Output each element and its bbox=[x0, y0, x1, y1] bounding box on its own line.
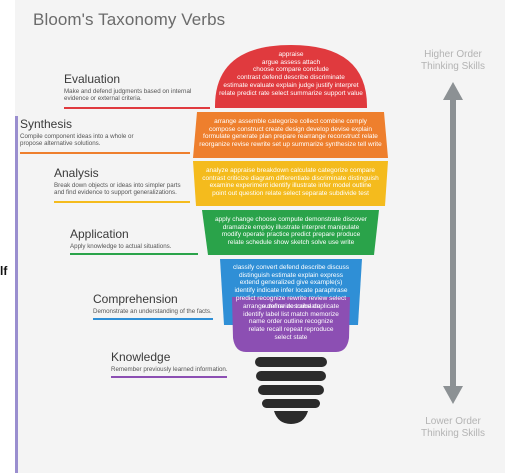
higher-order-label: Higher Order Thinking Skills bbox=[408, 49, 498, 73]
level-desc-comprehension: Demonstrate an understanding of the fact… bbox=[93, 308, 212, 315]
desc-line: and find evidence to support generalizat… bbox=[54, 189, 177, 197]
rule-application bbox=[70, 253, 198, 255]
band-application bbox=[202, 210, 379, 255]
verb-line: extend generalized give example(s) bbox=[239, 279, 343, 287]
rule-analysis bbox=[54, 201, 190, 203]
rule-comprehension bbox=[93, 318, 213, 320]
verb-line: arrange assemble categorize collect comb… bbox=[214, 118, 367, 125]
desc-line: Compile component ideas into a whole or bbox=[20, 133, 134, 140]
desc-line: evidence or external criteria. bbox=[64, 95, 142, 103]
verb-line: relate predict rate select summarize sup… bbox=[219, 89, 363, 97]
verb-line: identify indicate infer locate paraphras… bbox=[234, 287, 348, 295]
bulb-base-ring bbox=[262, 399, 320, 408]
desc-line: Apply knowledge to actual situations. bbox=[70, 243, 172, 250]
verbs-comprehension: classify convert defend describe discuss… bbox=[222, 264, 360, 310]
level-desc-evaluation: Make and defend judgments based on inter… bbox=[64, 88, 191, 103]
verb-line: modify operate practice predict prepare … bbox=[221, 231, 361, 239]
lower-order-line2: Thinking Skills bbox=[421, 428, 485, 439]
lower-order-line1: Lower Order bbox=[425, 416, 481, 427]
page-title: Bloom's Taxonomy Verbs bbox=[33, 10, 226, 29]
arrow-up-icon bbox=[443, 82, 463, 100]
verb-line: analyze appraise breakdown calculate cat… bbox=[205, 167, 376, 174]
bulb-tip bbox=[274, 411, 308, 424]
band-analysis bbox=[193, 161, 388, 206]
verb-line: relate recall repeat reproduce bbox=[248, 326, 334, 334]
verb-line: reorganize revise rewrite set up summari… bbox=[199, 141, 382, 149]
verbs-synthesis: arrange assemble categorize collect comb… bbox=[195, 118, 386, 149]
verb-line: identify label list match memorize bbox=[243, 310, 339, 318]
bulb-base-ring bbox=[255, 357, 327, 367]
arrow-down-icon bbox=[443, 386, 463, 404]
level-name-synthesis: Synthesis bbox=[20, 117, 73, 131]
verb-line: classify convert defend describe discuss bbox=[233, 264, 349, 271]
verb-line: examine experiment identify illustrate i… bbox=[209, 182, 372, 190]
rule-evaluation bbox=[64, 107, 210, 109]
lower-order-label: Lower Order Thinking Skills bbox=[408, 416, 498, 440]
verb-line: formulate generate plan prepare rearrang… bbox=[203, 133, 378, 141]
verb-line: contrast criticize diagram differentiate… bbox=[202, 174, 379, 182]
band-evaluation bbox=[214, 45, 368, 108]
verbs-analysis: analyze appraise breakdown calculate cat… bbox=[195, 167, 386, 198]
band-knowledge bbox=[232, 297, 350, 352]
verb-line: name order outline recognize bbox=[248, 318, 334, 326]
verb-line: contrast defend describe discriminate bbox=[237, 74, 345, 82]
bulb-base-ring bbox=[258, 385, 324, 395]
level-name-evaluation: Evaluation bbox=[64, 72, 121, 86]
verb-line: argue assess attach bbox=[261, 58, 321, 66]
level-desc-analysis: Break down objects or ideas into simpler… bbox=[54, 182, 181, 197]
verb-line: appraise bbox=[278, 51, 304, 58]
desc-line: Make and defend judgments based on inter… bbox=[64, 88, 192, 95]
level-name-analysis: Analysis bbox=[54, 166, 99, 180]
verbs-application: apply change choose compute demonstrate … bbox=[205, 216, 377, 247]
left-accent-rule bbox=[15, 116, 18, 473]
cropped-edge-text: lf bbox=[0, 264, 8, 278]
desc-line: propose alternative solutions. bbox=[20, 140, 101, 148]
verb-line: relate schedule show sketch solve use wr… bbox=[227, 239, 355, 247]
verb-line: dramatize employ illustrate interpret ma… bbox=[222, 223, 360, 231]
verb-line: compose construct create design develop … bbox=[209, 125, 372, 133]
bulb-base-ring bbox=[256, 371, 326, 381]
rule-synthesis bbox=[20, 152, 190, 154]
verb-line: arrange define describe duplicate bbox=[242, 303, 340, 310]
verb-line: estimate evaluate explain judge justify … bbox=[223, 81, 359, 89]
level-desc-knowledge: Remember previously learned information. bbox=[111, 366, 228, 373]
level-desc-application: Apply knowledge to actual situations. bbox=[70, 243, 171, 250]
band-synthesis bbox=[193, 112, 388, 158]
desc-line: Remember previously learned information. bbox=[111, 366, 228, 373]
verb-line: apply change choose compute demonstrate … bbox=[214, 216, 368, 223]
desc-line: Break down objects or ideas into simpler… bbox=[54, 182, 181, 189]
level-name-comprehension: Comprehension bbox=[93, 292, 178, 306]
verb-line: summarize translate bbox=[261, 302, 321, 310]
verb-line: choose compare conclude bbox=[253, 66, 329, 74]
verb-line: point out question relate select separat… bbox=[212, 190, 369, 198]
verb-line: select state bbox=[274, 333, 308, 341]
verb-line: predict recognize rewrite review select bbox=[235, 294, 347, 302]
rule-knowledge bbox=[111, 376, 227, 378]
desc-line: Demonstrate an understanding of the fact… bbox=[93, 308, 212, 315]
level-desc-synthesis: Compile component ideas into a whole or … bbox=[20, 133, 134, 148]
higher-order-line1: Higher Order bbox=[424, 49, 482, 60]
higher-order-line2: Thinking Skills bbox=[421, 61, 485, 72]
verb-line: distinguish estimate explain express bbox=[238, 271, 344, 279]
level-name-knowledge: Knowledge bbox=[111, 350, 171, 364]
level-name-application: Application bbox=[70, 227, 129, 241]
